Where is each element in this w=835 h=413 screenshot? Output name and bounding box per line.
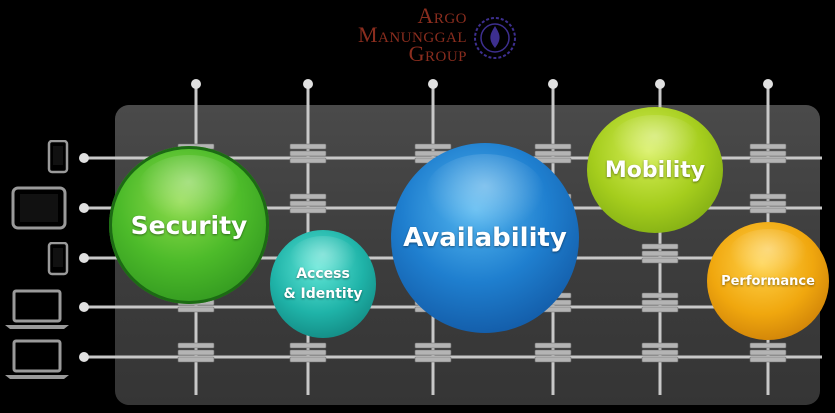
server-node: [641, 342, 679, 363]
mobility-label: Mobility: [604, 157, 706, 183]
laptop-icon: [5, 339, 69, 379]
server-node: [534, 143, 572, 164]
rail-top-knob: [655, 79, 665, 89]
server-node: [289, 193, 327, 214]
security-label: Security: [130, 210, 248, 240]
logo-line-1: Argo: [417, 3, 467, 28]
server-node: [534, 342, 572, 363]
access-identity-label: Access & Identity: [283, 264, 362, 304]
security-bubble: Security: [109, 146, 269, 304]
phone-icon: [47, 140, 69, 174]
rail-top-knob: [428, 79, 438, 89]
tablet-icon: [11, 186, 67, 230]
server-node: [289, 143, 327, 164]
logo-line-3: Group: [408, 41, 467, 66]
phone-icon: [47, 242, 69, 276]
server-node: [414, 342, 452, 363]
rail-left-knob: [79, 302, 89, 312]
server-node: [641, 243, 679, 264]
rail-left-knob: [79, 253, 89, 263]
access-line-2: & Identity: [283, 286, 363, 302]
access-line-1: Access: [296, 266, 350, 282]
rail-top-knob: [548, 79, 558, 89]
server-node: [641, 292, 679, 313]
availability-bubble: Availability: [391, 143, 579, 333]
server-node: [749, 342, 787, 363]
performance-bubble: Performance: [707, 222, 829, 340]
rail-left-knob: [79, 153, 89, 163]
company-logo: Argo Manunggal Group: [345, 3, 525, 66]
logo-wordmark: Argo Manunggal Group: [357, 3, 467, 66]
server-node: [289, 342, 327, 363]
performance-label: Performance: [721, 273, 815, 289]
rail-top-knob: [303, 79, 313, 89]
server-node: [749, 193, 787, 214]
rail-top-knob: [191, 79, 201, 89]
rail-top-knob: [763, 79, 773, 89]
laptop-icon: [5, 289, 69, 329]
access-identity-bubble: Access & Identity: [270, 230, 376, 338]
logo-line-2: Manunggal: [357, 22, 467, 47]
mobility-bubble: Mobility: [587, 107, 723, 233]
server-node: [749, 143, 787, 164]
logo-emblem-icon: [474, 17, 516, 59]
availability-label: Availability: [403, 223, 567, 253]
rail-left-knob: [79, 203, 89, 213]
rail-left-knob: [79, 352, 89, 362]
server-node: [177, 342, 215, 363]
